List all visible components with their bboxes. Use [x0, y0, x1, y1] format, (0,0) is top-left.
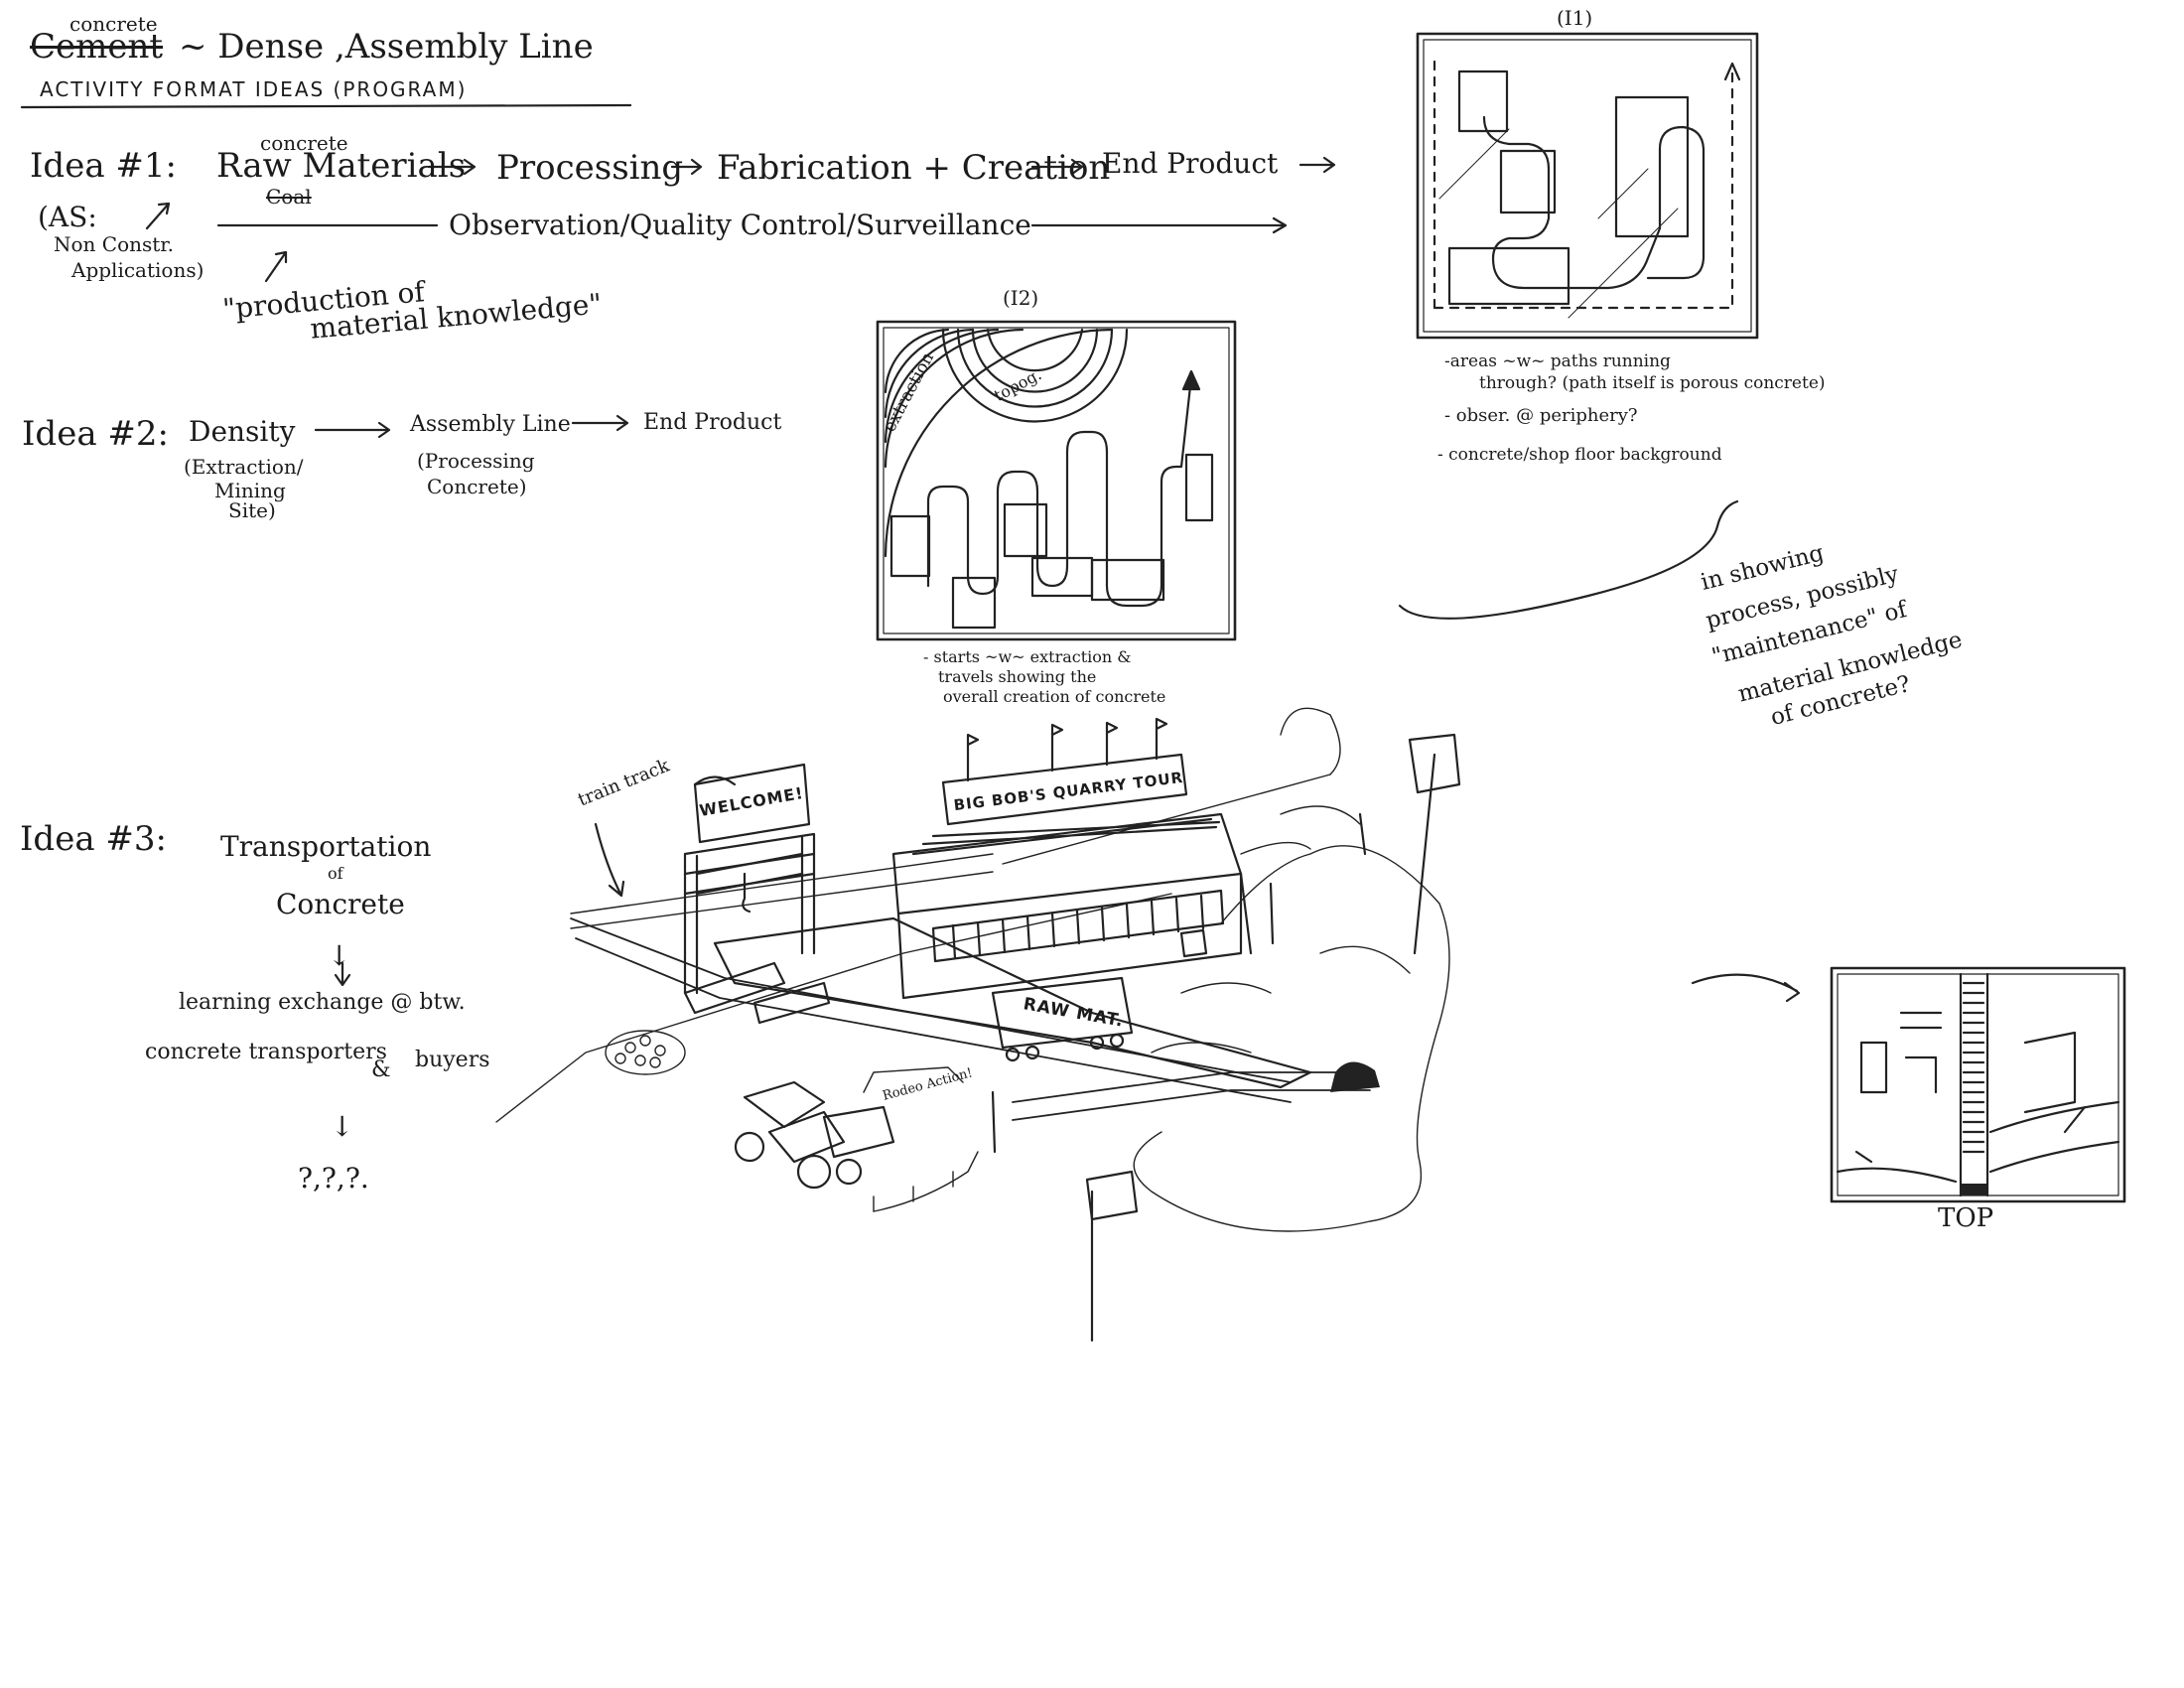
gravel-pile [605, 1030, 686, 1075]
tunnel-fill [1330, 1061, 1380, 1092]
i2-caption2: travels showing the [938, 667, 1097, 686]
rodeo-fence [863, 1066, 979, 1212]
idea3-transporters: concrete transporters [145, 1040, 387, 1064]
idea3-transport2: of [328, 864, 343, 883]
idea3-arrow2: ↓ [331, 1110, 354, 1143]
idea3-top-label: TOP [1938, 1203, 1994, 1233]
idea2-label: Idea #2: [22, 414, 169, 454]
idea1-concrete-above: concrete [260, 131, 348, 155]
callout-curve [1398, 499, 1739, 620]
idea2-density-sub2: Mining [214, 479, 286, 502]
top-bar-fill [1961, 1184, 1987, 1196]
idea2-end-product: End Product [643, 410, 782, 435]
idea3-arrow-a [334, 961, 351, 987]
idea3-label: Idea #3: [20, 819, 167, 859]
header-subtitle: ACTIVITY FORMAT IDEAS (PROGRAM) [40, 77, 468, 101]
i1-note1a: -areas ~w~ paths running [1444, 352, 1671, 371]
idea1-observation: Observation/Quality Control/Surveillance [449, 209, 1031, 241]
idea1-raw-materials: Raw Materials [216, 146, 467, 186]
i1-label: (I1) [1557, 6, 1593, 30]
i2-diagram [876, 320, 1237, 641]
idea2-assembly-sub1: (Processing [417, 449, 535, 473]
idea3-learning: learning exchange @ btw. [179, 990, 466, 1015]
idea1-as-line2: Non Constr. [54, 232, 175, 256]
header-concrete-above: concrete [69, 12, 158, 36]
i1-note1b: through? (path itself is porous concrete… [1479, 373, 1826, 393]
idea1-as-line3: Applications) [71, 258, 205, 282]
i1-note2: - obser. @ periphery? [1444, 405, 1638, 426]
idea1-as-line1: (AS: [38, 201, 97, 233]
idea2-density: Density [189, 415, 296, 448]
idea2-arrows [314, 414, 629, 439]
i2-caption1: - starts ~w~ extraction & [923, 647, 1132, 666]
arrow-to-top [1691, 973, 1801, 1003]
i2-caption3: overall creation of concrete [943, 687, 1166, 706]
idea1-arrows [145, 156, 1336, 283]
header-cement: Cement [30, 27, 164, 67]
idea2-density-sub1: (Extraction/ [184, 455, 304, 479]
idea3-transport1: Transportation [220, 830, 432, 863]
idea3-transport3: Concrete [276, 888, 405, 920]
platform [713, 916, 1312, 1089]
idea3-buyers: buyers [415, 1048, 490, 1072]
idea1-fabrication: Fabrication + Creation [717, 148, 1111, 188]
idea2-assembly-sub2: Concrete) [427, 475, 527, 498]
welcome-gantry [683, 763, 816, 995]
header-title: ~ Dense ,Assembly Line [179, 27, 594, 67]
top-view-diagram [1830, 966, 2126, 1203]
idea3-questions: ?,?,?. [298, 1162, 369, 1195]
light-poles [991, 733, 1461, 1342]
quarry-building [891, 717, 1253, 1000]
idea1-crossed-coal: Coal [266, 185, 312, 209]
idea3-amp: & [371, 1057, 391, 1082]
header-underline [20, 103, 632, 109]
idea3-arrow1: ↓ [328, 939, 351, 972]
i1-note3: - concrete/shop floor background [1437, 445, 1722, 465]
idea1-end-product: End Product [1102, 147, 1279, 180]
i2-label: (I2) [1003, 286, 1039, 310]
idea1-label: Idea #1: [30, 146, 177, 186]
idea1-processing: Processing [496, 148, 684, 188]
idea2-density-sub3: Site) [228, 498, 276, 522]
vehicles [683, 961, 1134, 1190]
i1-diagram [1416, 32, 1759, 340]
train-track-arrow [594, 822, 625, 898]
idea2-assembly: Assembly Line [410, 412, 571, 437]
